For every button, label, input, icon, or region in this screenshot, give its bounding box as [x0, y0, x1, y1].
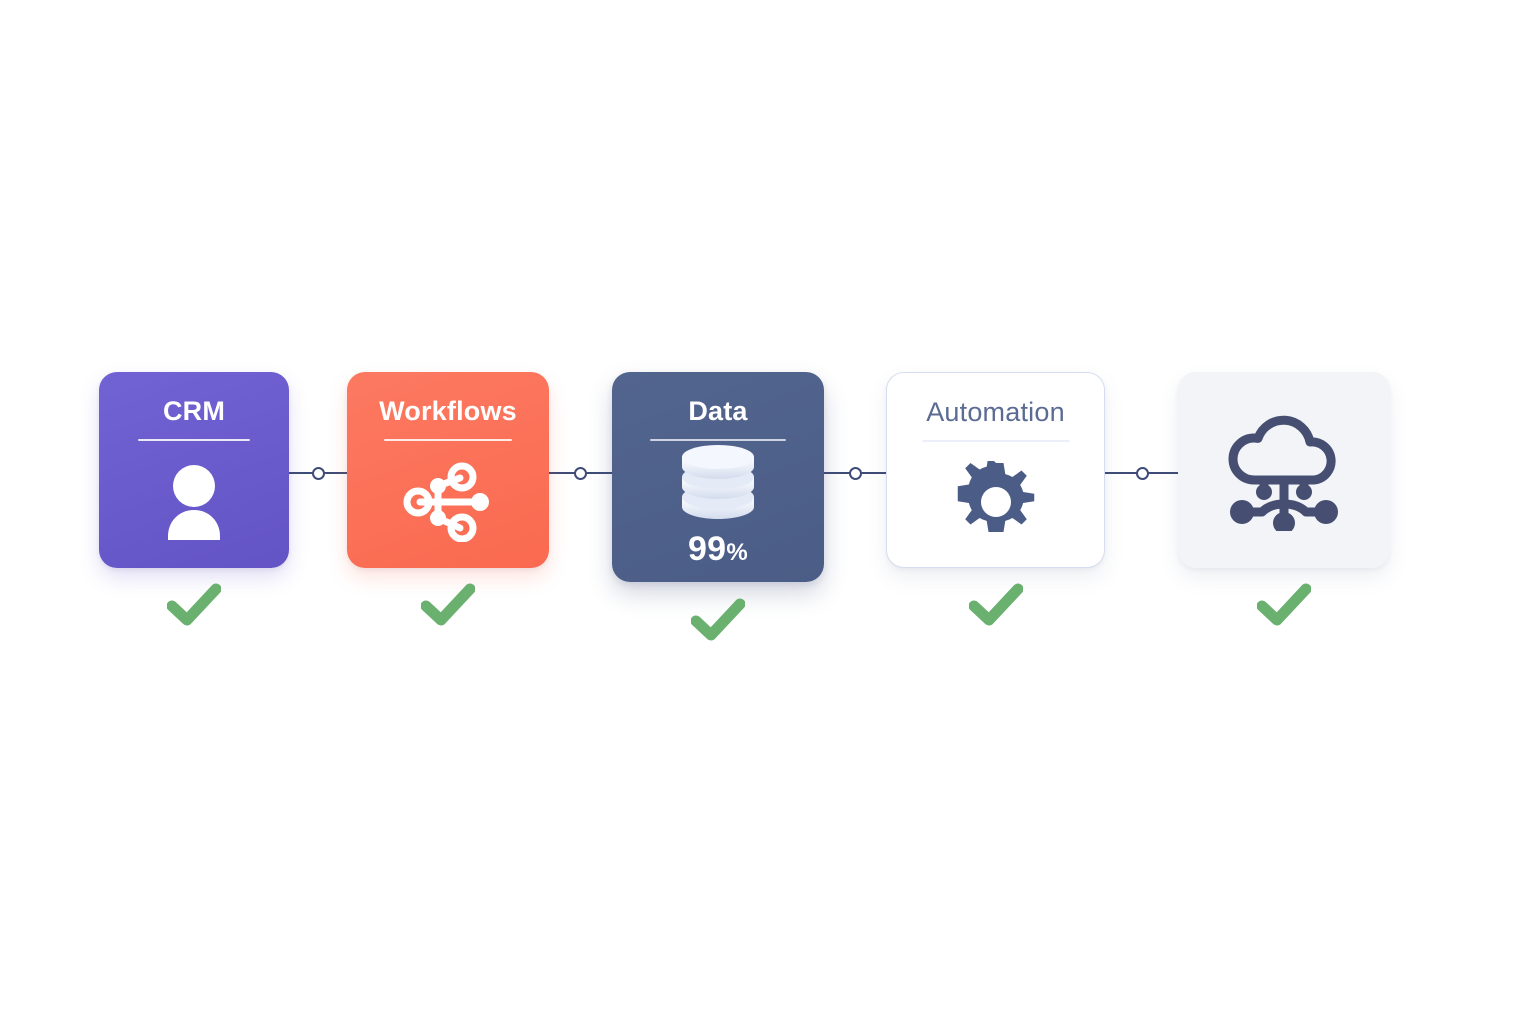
card-title-automation: Automation — [926, 397, 1065, 427]
icon-slot — [347, 441, 549, 568]
icon-slot — [1178, 372, 1390, 568]
connector-dot-icon[interactable] — [848, 466, 862, 480]
connector-automation-to-cloud — [1104, 461, 1180, 485]
icon-slot — [612, 441, 824, 532]
connector-data-to-automation — [822, 461, 888, 485]
workflow-nodes-icon — [402, 462, 494, 547]
connector-dot-icon[interactable] — [311, 466, 325, 480]
status-check-workflows — [420, 583, 476, 627]
connector-dot-icon[interactable] — [1135, 466, 1149, 480]
title-divider — [650, 439, 786, 441]
card-title-crm: CRM — [162, 396, 226, 426]
title-divider — [384, 439, 512, 441]
status-check-crm — [166, 583, 222, 627]
database-cylinder-icon — [676, 441, 760, 532]
connector-workflows-to-data — [546, 461, 614, 485]
status-check-automation — [968, 583, 1024, 627]
cloud-network-icon — [1216, 405, 1352, 536]
status-check-data — [690, 598, 746, 642]
data-metric: 99% — [688, 532, 748, 566]
card-title-workflows: Workflows — [379, 396, 517, 426]
icon-slot — [887, 442, 1104, 567]
connector-dot-icon[interactable] — [573, 466, 587, 480]
title-divider — [921, 440, 1070, 442]
status-check-cloud — [1256, 583, 1312, 627]
metric-value: 99 — [687, 530, 727, 568]
user-person-icon — [161, 464, 227, 545]
pipeline-card-workflows[interactable]: Workflows — [347, 372, 549, 568]
icon-slot — [99, 441, 289, 568]
pipeline-card-crm[interactable]: CRM — [99, 372, 289, 568]
card-title-data: Data — [688, 396, 748, 426]
pipeline-card-automation[interactable]: Automation — [886, 372, 1105, 568]
gear-cog-icon — [955, 455, 1037, 548]
pipeline-card-cloud[interactable] — [1178, 372, 1390, 568]
title-divider — [138, 439, 250, 441]
pipeline-card-data[interactable]: Data — [612, 372, 824, 582]
metric-unit: % — [726, 539, 749, 566]
connector-crm-to-workflows — [286, 461, 350, 485]
